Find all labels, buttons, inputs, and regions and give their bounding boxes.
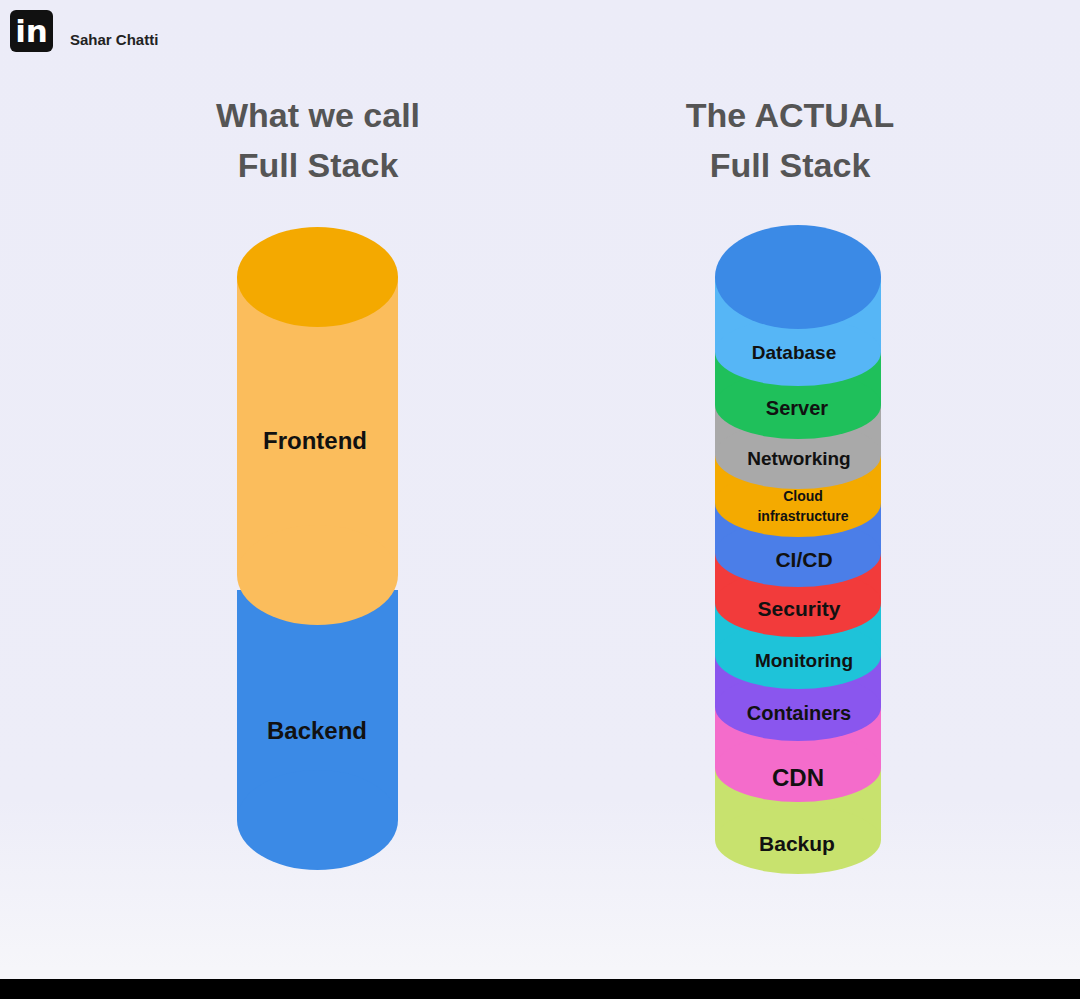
layer-label: Frontend — [263, 426, 367, 455]
layer-label: CI/CD — [775, 547, 832, 572]
stack-layer: Containers — [743, 699, 855, 727]
layer-label: Database — [752, 341, 837, 364]
stack-layer: Server — [762, 394, 832, 422]
stack-layer: Cloud infrastructure — [742, 484, 865, 528]
stack-layer: Backup — [755, 829, 839, 858]
stack-layer: CI/CD — [771, 545, 836, 574]
layer-label: Networking — [747, 447, 850, 470]
left-cylinder — [237, 227, 398, 870]
layer-label: Containers — [747, 701, 851, 725]
stack-layer: CDN — [768, 761, 828, 794]
author-name: Sahar Chatti — [70, 31, 158, 49]
layer-label: Backend — [267, 716, 367, 745]
stack-layer: Security — [754, 594, 845, 623]
stack-layer: Database — [748, 339, 841, 366]
layer-label: Security — [758, 596, 841, 621]
stack-layer: Backend — [263, 714, 371, 747]
column-heading: The ACTUAL Full Stack — [655, 90, 925, 190]
bottom-bar — [0, 979, 1080, 999]
column-heading: What we call Full Stack — [183, 90, 453, 190]
layer-label: Cloud infrastructure — [746, 486, 861, 526]
layer-label: Monitoring — [755, 649, 853, 672]
stack-layer: Frontend — [259, 424, 371, 457]
logo-text: in — [15, 13, 48, 50]
layer-label: Server — [766, 396, 828, 420]
layer-label: Backup — [759, 831, 835, 856]
stack-layer: Networking — [743, 445, 854, 472]
layer-label: CDN — [772, 763, 824, 792]
linkedin-logo — [10, 10, 53, 52]
stack-layer: Monitoring — [751, 647, 857, 674]
right-stack — [715, 225, 881, 874]
